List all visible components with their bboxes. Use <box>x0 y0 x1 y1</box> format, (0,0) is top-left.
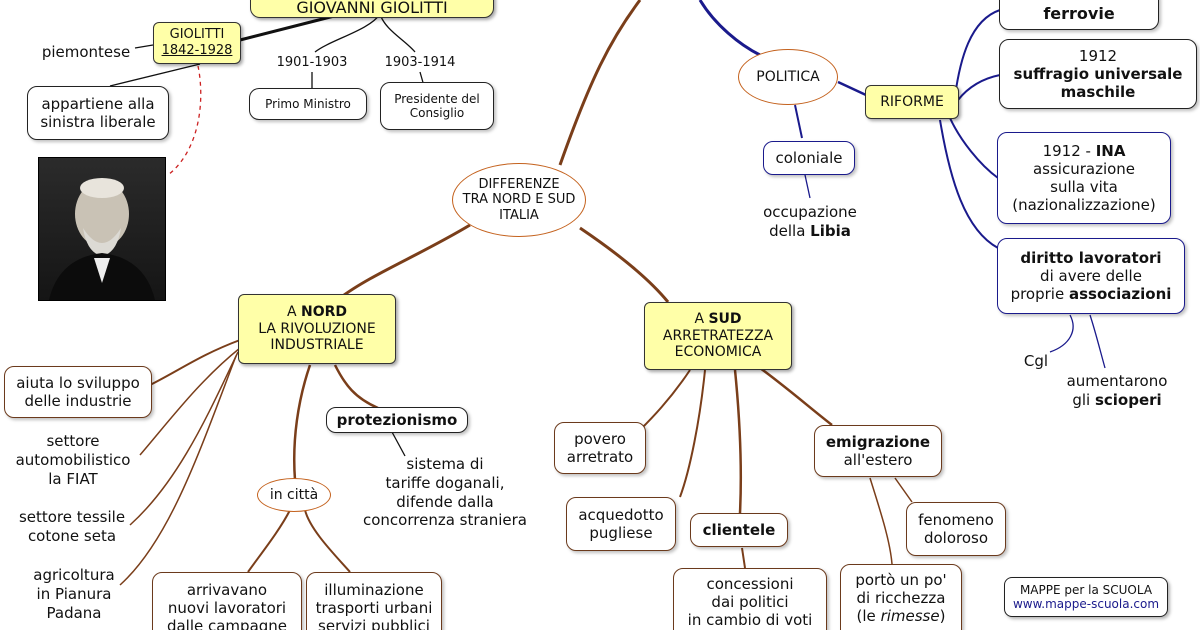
piemontese-label: piemontese <box>41 43 131 61</box>
link-nord-fiat <box>139 347 241 456</box>
acquedotto-box: acquedotto pugliese <box>566 497 676 551</box>
povero-box: povero arretrato <box>554 422 646 474</box>
link-clientele-concessioni <box>741 547 746 569</box>
year-1901-1903: 1901-1903 <box>276 55 348 70</box>
link-nord-tessile <box>129 351 239 526</box>
title-text: GIOVANNI GIOLITTI <box>296 0 448 18</box>
porto-box: portò un po' di ricchezza (le rimesse) <box>840 564 962 630</box>
politica-node: POLITICA <box>738 49 838 105</box>
diritto-box: diritto lavoratori di avere delle propri… <box>997 238 1185 314</box>
link-top-politica <box>698 0 761 57</box>
giolitti-portrait <box>38 157 166 301</box>
title-box: GIOVANNI GIOLITTI <box>250 0 494 18</box>
ina-box: 1912 - INA assicurazione sulla vita (naz… <box>997 132 1171 224</box>
giolitti-box: GIOLITTI 1842-1928 <box>153 22 241 64</box>
clientele-box: clientele <box>690 513 788 547</box>
link-differenze-nord <box>339 223 471 300</box>
link-giolitti-piemontese <box>134 44 154 49</box>
year-1903-1914: 1903-1914 <box>384 55 456 70</box>
giolitti-name: GIOLITTI <box>169 27 225 43</box>
fenomeno-box: fenomeno doloroso <box>906 502 1006 556</box>
link-nord-protezionismo <box>333 364 379 410</box>
sinistra-box: appartiene alla sinistra liberale <box>27 86 169 140</box>
link-nord-citta <box>292 364 312 481</box>
badge-url[interactable]: www.mappe-scuola.com <box>1012 597 1160 611</box>
occupazione-label: occupazione della Libia <box>763 203 857 240</box>
link-riforme-ferrovie <box>954 9 1001 97</box>
concessioni-box: concessioni dai politici in cambio di vo… <box>673 568 827 630</box>
coloniale-box: coloniale <box>763 141 855 175</box>
link-nord-agricoltura <box>119 355 237 586</box>
link-nord-aiuta <box>149 339 241 386</box>
link-emigrazione-fenomeno <box>894 477 913 503</box>
presidente-box: Presidente del Consiglio <box>380 82 494 130</box>
nord-box: A NORD LA RIVOLUZIONE INDUSTRIALE <box>238 294 396 364</box>
aiuta-box: aiuta lo sviluppo delle industrie <box>4 366 152 418</box>
link-diritto-aumentarono <box>1089 314 1106 369</box>
link-riforme-ina <box>949 117 999 179</box>
link-sud-clientele <box>733 369 743 514</box>
suffragio-box: 1912 suffragio universale maschile <box>999 39 1197 109</box>
link-sud-povero <box>639 369 691 431</box>
link-politica-riforme <box>837 80 867 97</box>
link-diritto-cgl <box>1049 314 1074 353</box>
protezionismo-box: protezionismo <box>326 407 468 433</box>
link-title-years <box>314 13 416 53</box>
link-citta-illuminazione <box>304 509 351 573</box>
link-emigrazione-porto <box>869 477 893 565</box>
link-politica-coloniale <box>794 104 803 139</box>
illuminazione-box: illuminazione trasporti urbani servizi p… <box>306 572 442 630</box>
link-giolitti-sinistra <box>109 63 201 87</box>
link-sud-acquedotto <box>679 369 706 498</box>
link-citta-arrivavano <box>247 509 291 573</box>
cgl-label: Cgl <box>1023 352 1049 370</box>
link-riforme-diritto <box>939 119 999 249</box>
mappe-scuola-badge: MAPPE per la SCUOLA www.mappe-scuola.com <box>1004 577 1168 617</box>
giolitti-years: 1842-1928 <box>161 43 233 58</box>
link-sud-emigrazione <box>759 366 833 426</box>
link-top-differenze <box>558 0 642 166</box>
ferrovie-box: ferrovie <box>999 0 1159 30</box>
sud-box: A SUD ARRETRATEZZA ECONOMICA <box>644 302 792 370</box>
link-coloniale-occupazione <box>804 174 811 199</box>
differenze-node: DIFFERENZE TRA NORD E SUD ITALIA <box>452 163 586 237</box>
primo-ministro-box: Primo Ministro <box>249 88 367 120</box>
arrivavano-box: arrivavano nuovi lavoratori dalle campag… <box>152 572 302 630</box>
in-citta-node: in città <box>257 478 331 512</box>
link-differenze-sud <box>579 226 670 303</box>
emigrazione-box: emigrazione all'estero <box>814 425 942 477</box>
riforme-box: RIFORME <box>865 85 959 119</box>
aumentarono-label: aumentarono gli scioperi <box>1066 372 1168 409</box>
badge-title: MAPPE per la SCUOLA <box>1019 583 1153 597</box>
link-riforme-suffragio <box>957 74 1001 101</box>
link-protezionismo-sistema <box>391 431 406 457</box>
link-portrait-dashed <box>167 65 202 176</box>
